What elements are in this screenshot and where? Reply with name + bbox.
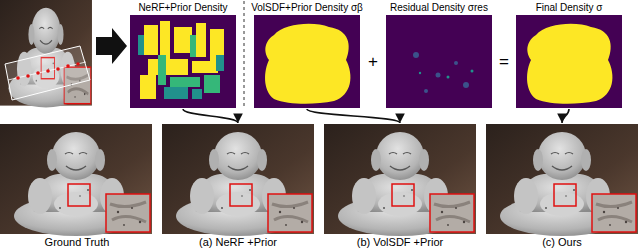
panel-heading: NeRF+Prior Density xyxy=(130,2,236,14)
nerf-density-map xyxy=(144,25,158,55)
nerf-density-map xyxy=(158,35,220,93)
nerf-density-map xyxy=(196,23,206,57)
nerf-density-map xyxy=(170,77,200,87)
render-panel: (b) VolSDF +Prior xyxy=(324,124,476,249)
density-panel: NeRF+Prior Density xyxy=(130,2,236,109)
input-photo xyxy=(0,0,92,108)
image-caption: Ground Truth xyxy=(1,236,153,249)
nerf-density-map xyxy=(190,35,196,57)
nerf-density-map xyxy=(140,75,156,99)
nerf-density-map xyxy=(138,35,224,99)
volsdf-density-map xyxy=(254,15,360,108)
nerf-density-map xyxy=(216,55,224,71)
residual-density-map xyxy=(424,89,428,93)
image-caption: (c) Ours xyxy=(486,236,638,249)
residual-density-map xyxy=(463,82,469,88)
nerf-density-map xyxy=(174,27,192,53)
image-caption: (a) NeRF +Prior xyxy=(162,236,314,249)
nerf-density-map xyxy=(130,15,236,108)
panel-heading: Final Density σ xyxy=(516,2,622,14)
residual-density-map xyxy=(454,61,458,65)
volsdf-density-map xyxy=(254,15,360,108)
operator-symbol: = xyxy=(499,53,509,70)
dashed-divider xyxy=(244,1,245,108)
input-photo xyxy=(66,64,70,68)
panel-heading: VolSDF+Prior Density σβ xyxy=(249,2,365,14)
final-density-map xyxy=(516,15,622,108)
final-density-map xyxy=(527,24,612,104)
nerf-density-map xyxy=(192,89,202,99)
curved-arrow xyxy=(562,109,569,123)
nerf-density-map xyxy=(140,21,224,99)
ground-truth-photo xyxy=(0,124,152,236)
nerf-density-map xyxy=(138,35,144,55)
final-density-map xyxy=(516,15,622,108)
density-panel: Residual Density σres xyxy=(386,2,492,109)
input-photo xyxy=(46,69,50,73)
residual-density-map xyxy=(419,70,474,79)
ours-render-photo xyxy=(486,124,638,236)
nerf-density-map xyxy=(148,59,188,75)
nerf-density-map xyxy=(158,55,166,85)
nerf-density-map xyxy=(204,75,220,93)
panel-heading: Residual Density σres xyxy=(386,2,492,14)
render-panel: Ground Truth xyxy=(1,124,153,249)
density-panel: VolSDF+Prior Density σβ xyxy=(249,2,365,109)
input-photo xyxy=(36,71,40,75)
residual-density-map xyxy=(436,73,441,78)
volsdf-density-map xyxy=(265,24,350,104)
input-photo xyxy=(76,62,80,66)
input-photo xyxy=(16,62,80,80)
residual-density-map xyxy=(471,70,474,73)
input-photo xyxy=(26,74,30,78)
volsdf-render-photo xyxy=(324,124,476,236)
volsdf-render-photo xyxy=(324,124,476,236)
input-photo xyxy=(5,46,90,100)
render-panel: (a) NeRF +Prior xyxy=(162,124,314,249)
ours-render-photo xyxy=(486,124,638,236)
nerf-density-map xyxy=(130,15,236,108)
residual-density-map xyxy=(386,15,492,108)
image-caption: (b) VolSDF +Prior xyxy=(324,236,476,249)
input-photo xyxy=(56,67,60,71)
input-photo xyxy=(8,62,86,80)
residual-density-map xyxy=(447,76,450,79)
big-arrow xyxy=(96,28,127,64)
curved-arrow xyxy=(183,109,238,123)
nerf-density-map xyxy=(164,87,188,99)
nerf-render-photo xyxy=(162,124,314,236)
input-photo xyxy=(0,0,92,108)
density-panel: Final Density σ xyxy=(516,2,622,109)
residual-density-map xyxy=(413,52,469,93)
residual-density-map xyxy=(386,15,492,108)
nerf-density-map xyxy=(192,61,218,73)
input-photo xyxy=(16,76,20,80)
render-panel: (c) Ours xyxy=(486,124,638,249)
residual-density-map xyxy=(413,52,419,58)
curved-arrow xyxy=(307,109,400,123)
nerf-render-photo xyxy=(162,124,314,236)
residual-density-map xyxy=(419,72,421,74)
operator-symbol: + xyxy=(368,53,378,70)
ground-truth-photo xyxy=(0,124,152,236)
